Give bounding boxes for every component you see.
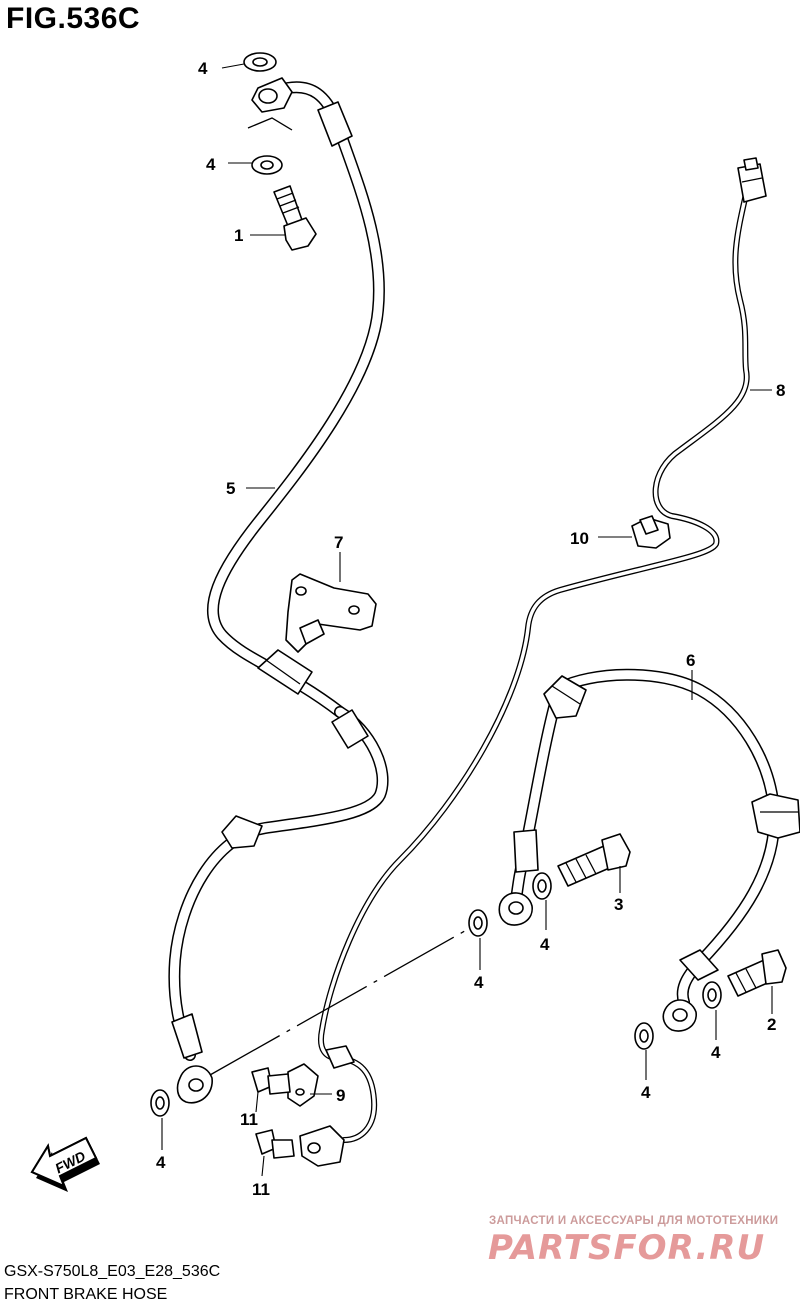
washer-right-lower [634, 1022, 654, 1050]
wire-clamp [631, 515, 671, 549]
callout-washer-right-middle: 4 [711, 1043, 721, 1062]
callout-washer-right-lower: 4 [641, 1083, 651, 1102]
figure-title: FIG.536C [6, 2, 141, 35]
callout-bolt-3: 3 [614, 895, 623, 914]
union-bolt-2 [727, 949, 787, 997]
callout-washer-middle: 4 [474, 973, 484, 992]
washer-middle [468, 909, 488, 937]
right-brake-hose [498, 668, 800, 1032]
callout-bolt-1: 1 [234, 226, 243, 245]
callout-wire-8: 8 [776, 381, 785, 400]
sensor-holder [287, 1063, 319, 1107]
upper-washer-top [243, 52, 277, 72]
sensor-wire [299, 157, 767, 1167]
washer-right-top [532, 872, 552, 900]
callout-washer-second: 4 [206, 155, 216, 174]
union-bolt-1 [273, 185, 317, 251]
callout-washer-right-top: 4 [540, 935, 550, 954]
hose-bracket [285, 573, 377, 653]
callout-bolt-11-upper: 11 [240, 1110, 258, 1129]
union-bolt-3 [557, 833, 631, 887]
bolt-11-upper [251, 1067, 291, 1095]
callout-hose-6: 6 [686, 651, 695, 670]
watermark-tagline: ЗАПЧАСТИ И АКСЕССУАРЫ ДЛЯ МОТОТЕХНИКИ [489, 1215, 779, 1227]
callout-washer-top: 4 [198, 59, 208, 78]
washer-left-lower [150, 1089, 170, 1117]
callout-washer-left-lower: 4 [156, 1153, 166, 1172]
upper-washer-bottom [251, 155, 283, 175]
callout-bracket-7: 7 [334, 533, 343, 552]
bolt-11-lower [255, 1129, 295, 1159]
callout-bolt-11-lower: 11 [252, 1180, 270, 1199]
callout-hose-5: 5 [226, 479, 235, 498]
model-code: GSX-S750L8_E03_E28_536C [4, 1263, 221, 1280]
figure-caption: FRONT BRAKE HOSE [4, 1286, 168, 1303]
watermark-logo: PARTSFOR.RU [488, 1228, 766, 1268]
callout-holder-9: 9 [336, 1086, 345, 1105]
callout-clamp-10: 10 [570, 529, 589, 548]
washer-right-middle [702, 981, 722, 1009]
upper-brake-hose [168, 77, 389, 1104]
leader-lines [161, 63, 773, 1177]
callout-bolt-2: 2 [767, 1015, 776, 1034]
fwd-arrow: FWD [30, 1136, 100, 1192]
